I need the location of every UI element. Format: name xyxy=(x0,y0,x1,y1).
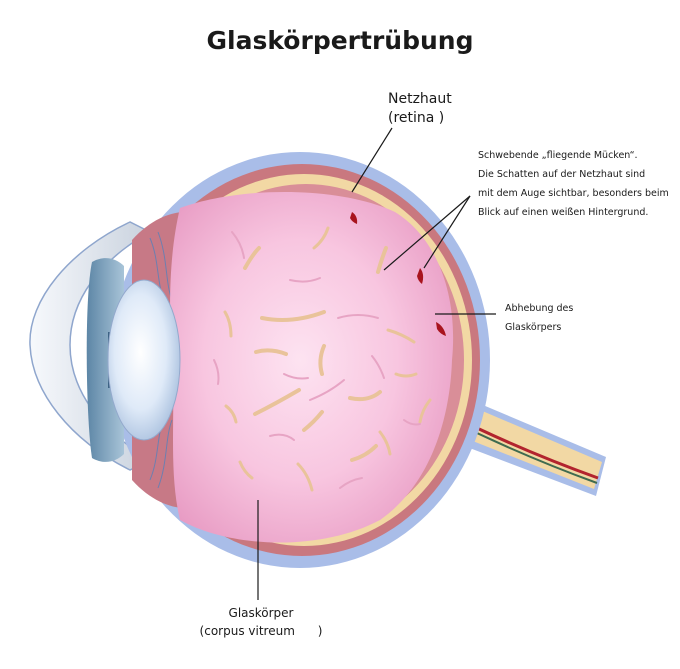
floaters-label: Schwebende „fliegende Mücken“. Die Schat… xyxy=(478,146,669,222)
floaters-label-line2: Die Schatten auf der Netzhaut sind xyxy=(478,169,646,180)
floaters-pointer-left xyxy=(383,195,471,271)
blood-spot-1 xyxy=(350,212,358,224)
detachment-label-line2: Glaskörpers xyxy=(505,322,562,333)
retina-label-latin: (retina ) xyxy=(388,110,445,126)
floaters-label-line4: Blick auf einen weißen Hintergrund. xyxy=(478,207,649,218)
floaters-pointer-right xyxy=(423,195,471,269)
vitreous-label: Glaskörper (corpus vitreum ) xyxy=(196,604,326,640)
vitreous-label-latin: (corpus vitreum ) xyxy=(199,624,323,638)
cornea xyxy=(29,221,152,471)
ciliary-zonules xyxy=(149,231,173,489)
diagram-title: Glaskörpertrübung xyxy=(206,26,474,55)
lens xyxy=(107,279,181,441)
vitreous-label-name: Glaskörper xyxy=(228,606,294,620)
iris xyxy=(86,258,124,462)
retina-pointer xyxy=(351,127,393,193)
floaters-label-line1: Schwebende „fliegende Mücken“. xyxy=(478,150,638,161)
retina-label-name: Netzhaut xyxy=(388,91,452,107)
blood-spot-3 xyxy=(436,322,446,336)
detachment-label-line1: Abhebung des xyxy=(505,303,574,314)
blood-spot-2 xyxy=(417,268,424,284)
vitreous-fibers xyxy=(213,231,421,489)
vitreous-body xyxy=(170,191,454,543)
vitreous-floaters xyxy=(223,226,432,492)
retina-label: Netzhaut (retina ) xyxy=(388,90,452,128)
pointer-lines xyxy=(257,127,496,600)
floaters-label-line3: mit dem Auge sichtbar, besonders beim xyxy=(478,188,669,199)
detachment-label: Abhebung des Glaskörpers xyxy=(505,299,573,337)
